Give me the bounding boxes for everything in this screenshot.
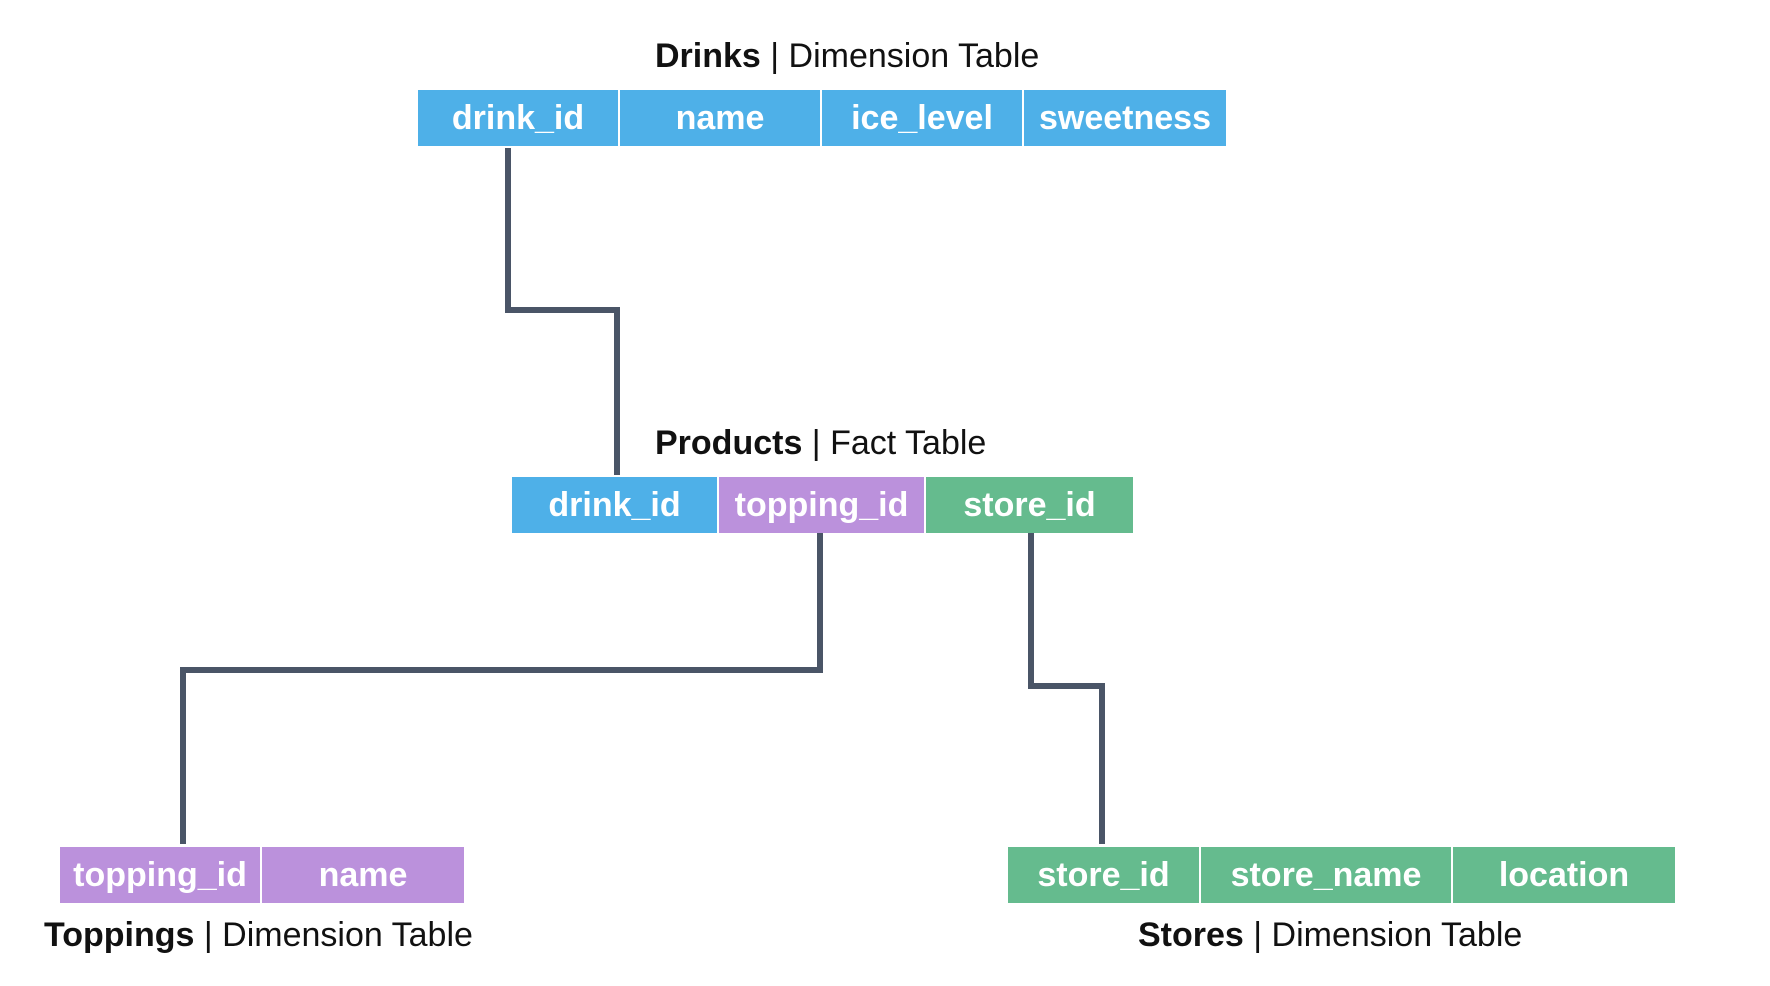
- products-table: drink_id topping_id store_id: [512, 477, 1133, 533]
- toppings-table: topping_id name: [60, 847, 464, 903]
- drinks-table-kind: | Dimension Table: [760, 37, 1040, 75]
- products-column-topping-id: topping_id: [719, 477, 926, 533]
- products-stores-connector: [1028, 530, 1105, 844]
- stores-table-kind: | Dimension Table: [1243, 916, 1523, 954]
- drinks-table-name: Drinks: [655, 37, 761, 75]
- drinks-table-title: Drinks | Dimension Table: [655, 36, 1039, 76]
- drinks-table: drink_id name ice_level sweetness: [418, 90, 1226, 146]
- products-column-drink-id: drink_id: [512, 477, 719, 533]
- toppings-table-kind: | Dimension Table: [194, 916, 473, 954]
- products-toppings-connector: [180, 530, 823, 844]
- drinks-products-connector: [505, 148, 620, 475]
- stores-table-title: Stores | Dimension Table: [1138, 915, 1522, 955]
- products-table-kind: | Fact Table: [802, 424, 987, 462]
- toppings-column-topping-id: topping_id: [60, 847, 262, 903]
- stores-column-location: location: [1453, 847, 1675, 903]
- products-column-store-id: store_id: [926, 477, 1133, 533]
- stores-table-name: Stores: [1138, 916, 1244, 954]
- products-table-title: Products | Fact Table: [655, 423, 986, 463]
- products-table-name: Products: [655, 424, 803, 462]
- stores-column-store-id: store_id: [1008, 847, 1201, 903]
- toppings-table-name: Toppings: [44, 916, 195, 954]
- stores-column-store-name: store_name: [1201, 847, 1453, 903]
- drinks-column-name: name: [620, 90, 822, 146]
- drinks-column-drink-id: drink_id: [418, 90, 620, 146]
- toppings-column-name: name: [262, 847, 464, 903]
- drinks-column-ice-level: ice_level: [822, 90, 1024, 146]
- stores-table: store_id store_name location: [1008, 847, 1675, 903]
- drinks-column-sweetness: sweetness: [1024, 90, 1226, 146]
- toppings-table-title: Toppings | Dimension Table: [44, 915, 473, 955]
